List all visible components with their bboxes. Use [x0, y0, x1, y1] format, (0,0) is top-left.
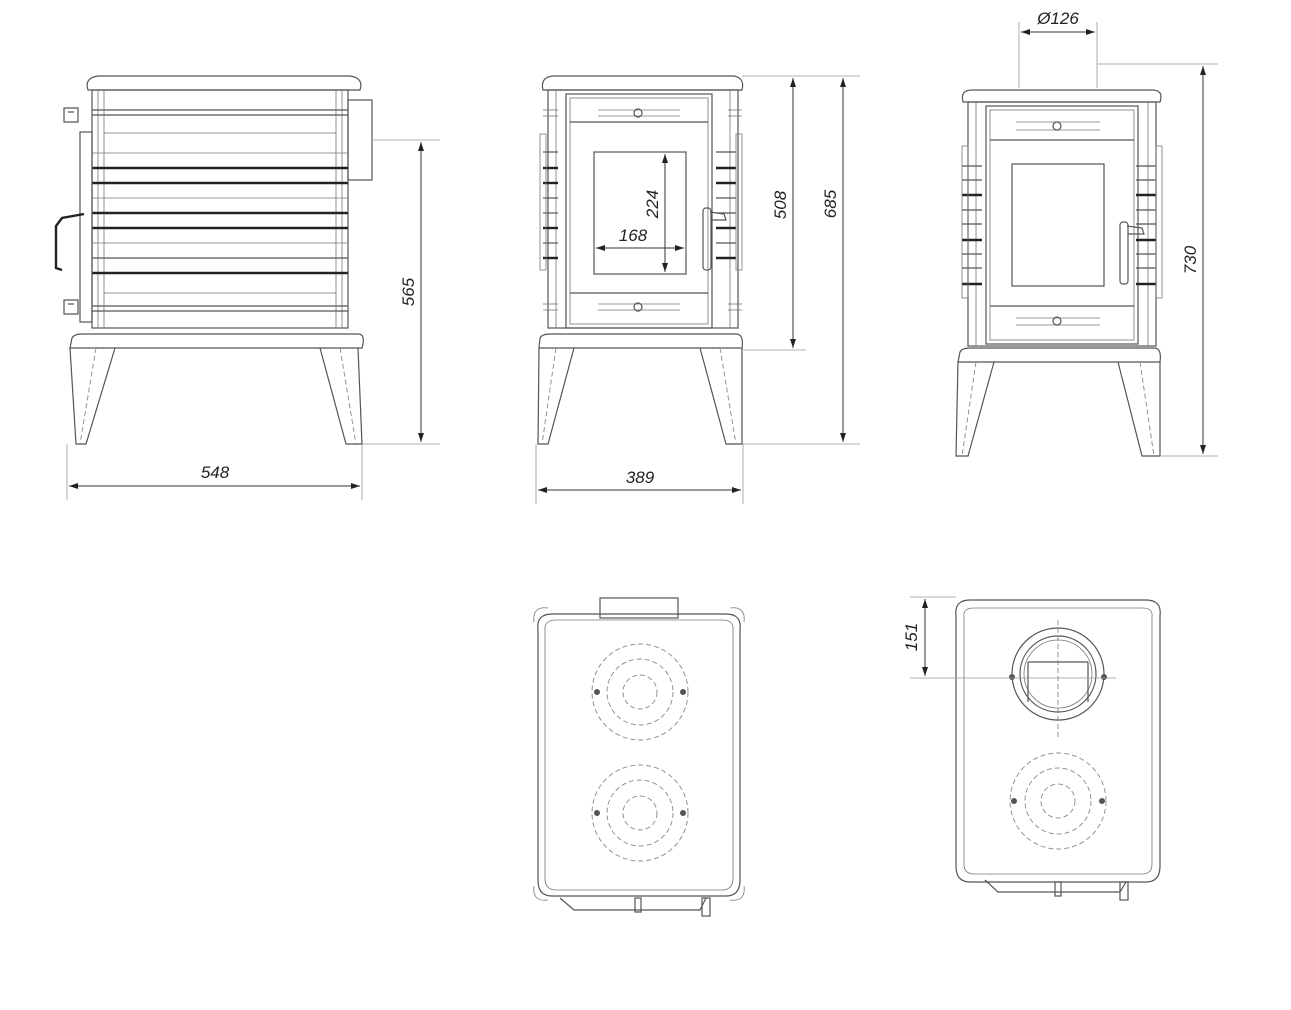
flue-outlet — [1009, 620, 1107, 740]
front-left-ribs — [539, 109, 558, 311]
side-height-label: 565 — [399, 277, 418, 306]
dimension-front-heights: 508 685 — [742, 75, 860, 445]
side-view: 565 548 — [54, 75, 440, 500]
flue-burner — [1009, 752, 1107, 850]
front-width-label: 389 — [626, 468, 655, 487]
front-door-handle-icon — [702, 207, 712, 271]
glass-width-label: 168 — [619, 226, 648, 245]
side-legs — [69, 347, 363, 445]
dimension-flue-diameter: Ø126 — [1018, 9, 1098, 88]
front-view-flue: Ø126 730 — [955, 9, 1218, 457]
flue-right-ribs — [1136, 145, 1163, 299]
dimension-flue-height: 730 — [1097, 63, 1218, 457]
flue-diameter-label: Ø126 — [1036, 9, 1079, 28]
hinge-top-icon — [63, 107, 79, 123]
dimension-side-width: 548 — [66, 444, 363, 500]
dimension-flue-offset: 151 — [902, 596, 1116, 679]
flue-left-ribs — [961, 145, 982, 299]
top-burner-1 — [591, 643, 689, 741]
dimension-glass: 224 168 — [596, 154, 684, 272]
dimension-side-height: 565 — [362, 139, 440, 445]
flue-door-handle-icon — [1119, 221, 1129, 285]
flue-glass-window — [1011, 163, 1105, 287]
door-handle-icon — [54, 212, 85, 272]
flue-total-height-label: 730 — [1181, 245, 1200, 274]
top-view-flue: 151 — [902, 596, 1161, 901]
side-ribs — [92, 109, 348, 312]
glass-window — [593, 151, 687, 275]
front-total-height-label: 685 — [821, 189, 840, 218]
top-view — [533, 597, 745, 917]
glass-height-label: 224 — [643, 190, 662, 219]
flue-offset-label: 151 — [902, 623, 921, 651]
hinge-bottom-icon — [63, 299, 79, 315]
top-burner-2 — [591, 764, 689, 862]
dimension-front-width: 389 — [535, 444, 744, 504]
front-view: 224 168 508 685 389 — [535, 75, 860, 504]
front-body-height-label: 508 — [771, 190, 790, 219]
side-width-label: 548 — [201, 463, 230, 482]
front-right-ribs — [716, 109, 743, 311]
